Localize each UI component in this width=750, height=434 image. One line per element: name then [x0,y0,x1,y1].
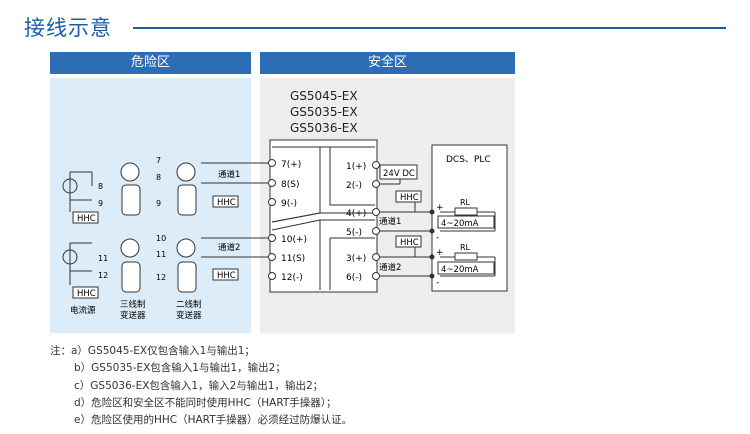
terminal-4: 4(+) [346,209,366,219]
note-c: c）GS5036-EX包含输入1，输入2与输出1，输出2； [74,379,324,392]
terminal-6: 6(-) [346,273,362,283]
note-a: 注：a）GS5045-EX仅包含输入1与输出1； [50,345,255,357]
terminal-11: 11(S) [281,254,305,264]
hhc-source-2 [72,286,99,299]
source-term-9: 9 [98,199,103,208]
power-supply-label: 24V DC [383,169,415,179]
terminal-7: 7(+) [281,160,301,170]
caption-two-wire: 二线制变送器 [176,299,202,321]
current-label-1: 4~20mA [441,219,479,229]
hhc-safe-2-label: HHC [400,238,419,248]
page-title: 接线示意 [24,16,112,40]
terminal-12: 12(-) [281,273,303,283]
caption-current-source: 电流源 [70,305,96,316]
note-b: b）GS5035-EX包含输入1与输出1，输出2； [74,362,286,375]
three-wire-transmitter-1 [120,162,140,182]
hhc-safe-2 [395,235,422,248]
tx-term-11: 11 [156,250,166,259]
source-term-12: 12 [98,271,108,280]
hhc-safe-1 [395,190,422,203]
hhc-hazard-2-label: HHC [217,271,236,281]
svg-text:-: - [436,233,439,243]
output-block-1 [329,147,375,206]
terminal-3: 3(+) [346,254,366,264]
source-term-11: 11 [98,254,108,263]
tx-term-10: 10 [156,234,166,243]
hhc-source-1-label: HHC [77,214,96,224]
svg-text:-: - [436,278,439,288]
terminal-10: 10(+) [281,235,307,245]
two-wire-transmitter-2 [176,238,196,258]
resistor-label-2: RL [460,243,471,252]
note-d: d）危险区和安全区不能同时使用HHC（HART手操器）； [74,396,337,409]
tx-term-12: 12 [156,273,166,282]
hhc-hazard-1-label: HHC [217,198,236,208]
channel2-out-label: 通道2 [379,262,401,273]
channel1-out-label: 通道1 [379,216,401,227]
hazard-zone-header: 危险区 [50,52,251,74]
terminal-8: 8(S) [281,180,299,190]
svg-text:+: + [436,203,444,213]
terminal-9: 9(-) [281,199,297,209]
note-e: e）危险区使用的HHC（HART手操器）必须经过防爆认证。 [74,414,353,427]
three-wire-transmitter-2 [120,238,140,258]
two-wire-transmitter-1 [176,162,196,182]
isolator-body [269,139,378,293]
notes: 注：a）GS5045-EX仅包含输入1与输出1； b）GS5035-EX包含输入… [50,343,352,429]
resistor-label-1: RL [460,198,471,207]
source-term-8: 8 [98,182,103,191]
title-divider [133,27,726,29]
terminal-2: 2(-) [346,181,362,191]
hhc-safe-1-label: HHC [400,193,419,203]
dcs-plc-label: DCS、PLC [446,155,491,165]
channel2-in-label: 通道2 [218,242,240,253]
safe-zone-header: 安全区 [260,52,515,74]
channel1-in-label: 通道1 [218,169,240,180]
tx-term-7: 7 [156,156,161,165]
model-name-3: GS5036-EX [290,121,358,135]
tx-term-9: 9 [156,199,161,208]
caption-three-wire: 三线制变送器 [120,299,146,321]
model-name-2: GS5035-EX [290,105,358,119]
terminal-1: 1(+) [346,162,366,172]
hhc-source-2-label: HHC [77,289,96,299]
terminal-5: 5(-) [346,228,362,238]
hhc-source-1 [72,211,99,224]
current-label-2: 4~20mA [441,265,479,275]
svg-text:+: + [436,248,444,258]
hhc-hazard-2 [212,268,239,281]
model-name-1: GS5045-EX [290,89,358,103]
tx-term-8: 8 [156,173,161,182]
hhc-hazard-1 [212,195,239,208]
